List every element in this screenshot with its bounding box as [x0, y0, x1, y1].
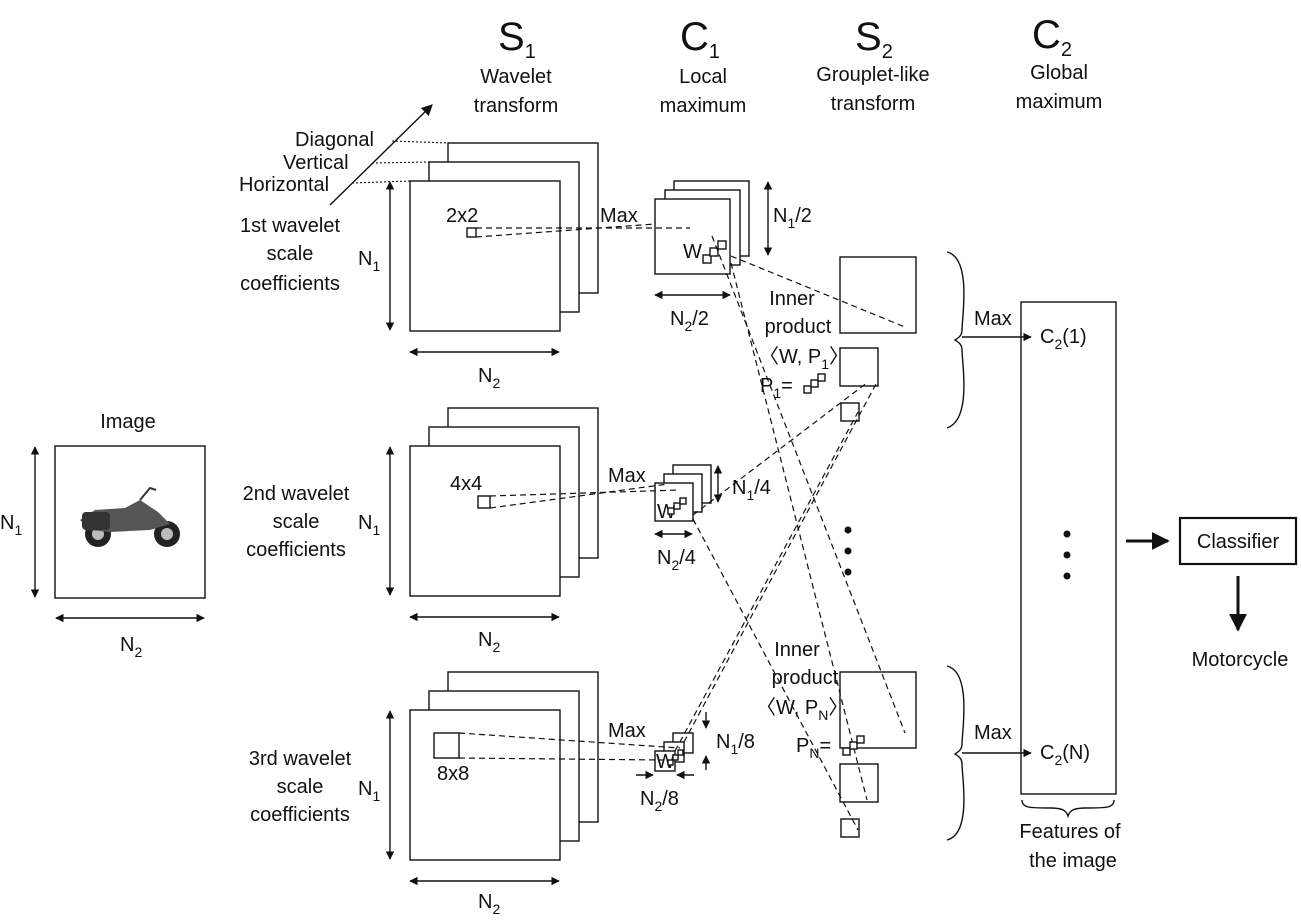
- svg-text:coefficients: coefficients: [250, 804, 350, 826]
- svg-text:scale: scale: [273, 511, 320, 533]
- label-vertical: Vertical: [283, 152, 349, 174]
- c2-n-label: C2(N): [1040, 742, 1090, 768]
- svg-text:2x2: 2x2: [446, 205, 478, 227]
- svg-text:Inner: Inner: [774, 639, 820, 661]
- svg-text:N2: N2: [478, 629, 500, 655]
- scale-3-stack: 8x8 3rd wavelet scale coefficients N1 N2: [249, 671, 599, 917]
- scale-1-stack: 2x2 Diagonal Vertical Horizontal 1st wav…: [239, 104, 599, 391]
- svg-text:C1: C1: [680, 15, 720, 63]
- label-diagonal: Diagonal: [295, 129, 374, 151]
- image-n1-label: N1: [0, 512, 22, 538]
- svg-text:Wavelet: Wavelet: [480, 66, 552, 88]
- max-label-c2-top: Max: [974, 308, 1012, 330]
- c2-feature-column: Max C2(1) Max C2(N) Features of the imag…: [962, 301, 1121, 872]
- svg-text:N1: N1: [358, 248, 380, 274]
- svg-text:maximum: maximum: [1016, 91, 1103, 113]
- features-brace: [1021, 799, 1115, 819]
- svg-text:S2: S2: [855, 15, 893, 63]
- svg-text:N2: N2: [478, 891, 500, 917]
- svg-text:N2/8: N2/8: [640, 788, 679, 814]
- svg-text:product: product: [765, 316, 832, 338]
- svg-text:Inner: Inner: [769, 288, 815, 310]
- svg-text:transform: transform: [831, 93, 915, 115]
- svg-text:scale: scale: [267, 243, 314, 265]
- window-8x8: [433, 732, 460, 759]
- svg-text:〈W, PN〉: 〈W, PN〉: [756, 697, 848, 723]
- svg-text:N1/2: N1/2: [773, 205, 812, 231]
- svg-text:product: product: [772, 667, 839, 689]
- svg-text:Local: Local: [679, 66, 727, 88]
- svg-text:2nd wavelet: 2nd wavelet: [243, 483, 350, 505]
- svg-text:W: W: [656, 751, 675, 773]
- features-label-line1: Features of: [1019, 821, 1121, 843]
- svg-text:P1=: P1=: [760, 375, 793, 401]
- svg-text:Grouplet-like: Grouplet-like: [816, 64, 929, 86]
- svg-text:〈W, P1〉: 〈W, P1〉: [759, 346, 849, 372]
- motorcycle-image: [80, 486, 180, 547]
- svg-text:4x4: 4x4: [450, 473, 482, 495]
- image-title: Image: [100, 411, 156, 433]
- input-image-panel: Image N1 N2: [0, 411, 206, 660]
- scale-2-stack: 4x4 2nd wavelet scale coefficients N1 N2: [243, 407, 599, 655]
- features-label-line2: the image: [1029, 850, 1117, 872]
- max-label-2: Max: [608, 465, 646, 487]
- result-label: Motorcycle: [1192, 649, 1289, 671]
- s2-grouplets: [839, 256, 917, 838]
- svg-text:W: W: [657, 501, 676, 523]
- brace-bottom: [946, 665, 965, 841]
- svg-text:N1: N1: [358, 778, 380, 804]
- c1-scale-3-stack: W Max N1/8 N2/8: [458, 712, 755, 814]
- svg-text:PN=: PN=: [796, 735, 831, 761]
- svg-text:1st wavelet: 1st wavelet: [240, 215, 340, 237]
- svg-text:N1/8: N1/8: [716, 731, 755, 757]
- stage-header-c2: C2 Global maximum: [1016, 13, 1103, 113]
- svg-text:scale: scale: [277, 776, 324, 798]
- window-4x4: [477, 495, 491, 509]
- classifier-block: Classifier Motorcycle: [1126, 516, 1298, 671]
- label-horizontal: Horizontal: [239, 174, 329, 196]
- stage-header-s2: S2 Grouplet-like transform: [816, 15, 929, 115]
- svg-text:N2/4: N2/4: [657, 547, 696, 573]
- svg-text:maximum: maximum: [660, 95, 747, 117]
- classifier-label: Classifier: [1197, 531, 1280, 553]
- svg-text:N2: N2: [478, 365, 500, 391]
- inner-product-1: Inner product 〈W, P1〉 P1=: [759, 288, 849, 401]
- svg-text:S1: S1: [498, 15, 536, 63]
- c1-scale-1-stack: W Max N1/2 N2/2: [475, 180, 812, 334]
- svg-text:3rd wavelet: 3rd wavelet: [249, 748, 352, 770]
- orientation-arrow: [329, 104, 433, 206]
- image-n2-label: N2: [120, 634, 142, 660]
- svg-text:coefficients: coefficients: [246, 539, 346, 561]
- c1-scale-2-stack: W Max N1/4 N2/4: [489, 464, 771, 573]
- svg-text:W: W: [683, 241, 702, 263]
- max-label-c2-bottom: Max: [974, 722, 1012, 744]
- stage-header-s1: S1 Wavelet transform: [474, 15, 558, 117]
- c2-1-label: C2(1): [1040, 326, 1087, 352]
- svg-text:N2/2: N2/2: [670, 308, 709, 334]
- inner-product-n: Inner product 〈W, PN〉 PN=: [756, 639, 865, 761]
- svg-text:N1/4: N1/4: [732, 477, 771, 503]
- svg-text:transform: transform: [474, 95, 558, 117]
- svg-text:coefficients: coefficients: [240, 273, 340, 295]
- svg-text:C2: C2: [1032, 13, 1072, 61]
- svg-text:8x8: 8x8: [437, 763, 469, 785]
- brace-top: [946, 251, 965, 429]
- stage-header-c1: C1 Local maximum: [660, 15, 747, 117]
- max-label-1: Max: [600, 205, 638, 227]
- svg-text:Global: Global: [1030, 62, 1088, 84]
- max-label-3: Max: [608, 720, 646, 742]
- c1-to-s2-connections: [674, 235, 906, 831]
- window-2x2: [466, 227, 477, 238]
- svg-text:N1: N1: [358, 512, 380, 538]
